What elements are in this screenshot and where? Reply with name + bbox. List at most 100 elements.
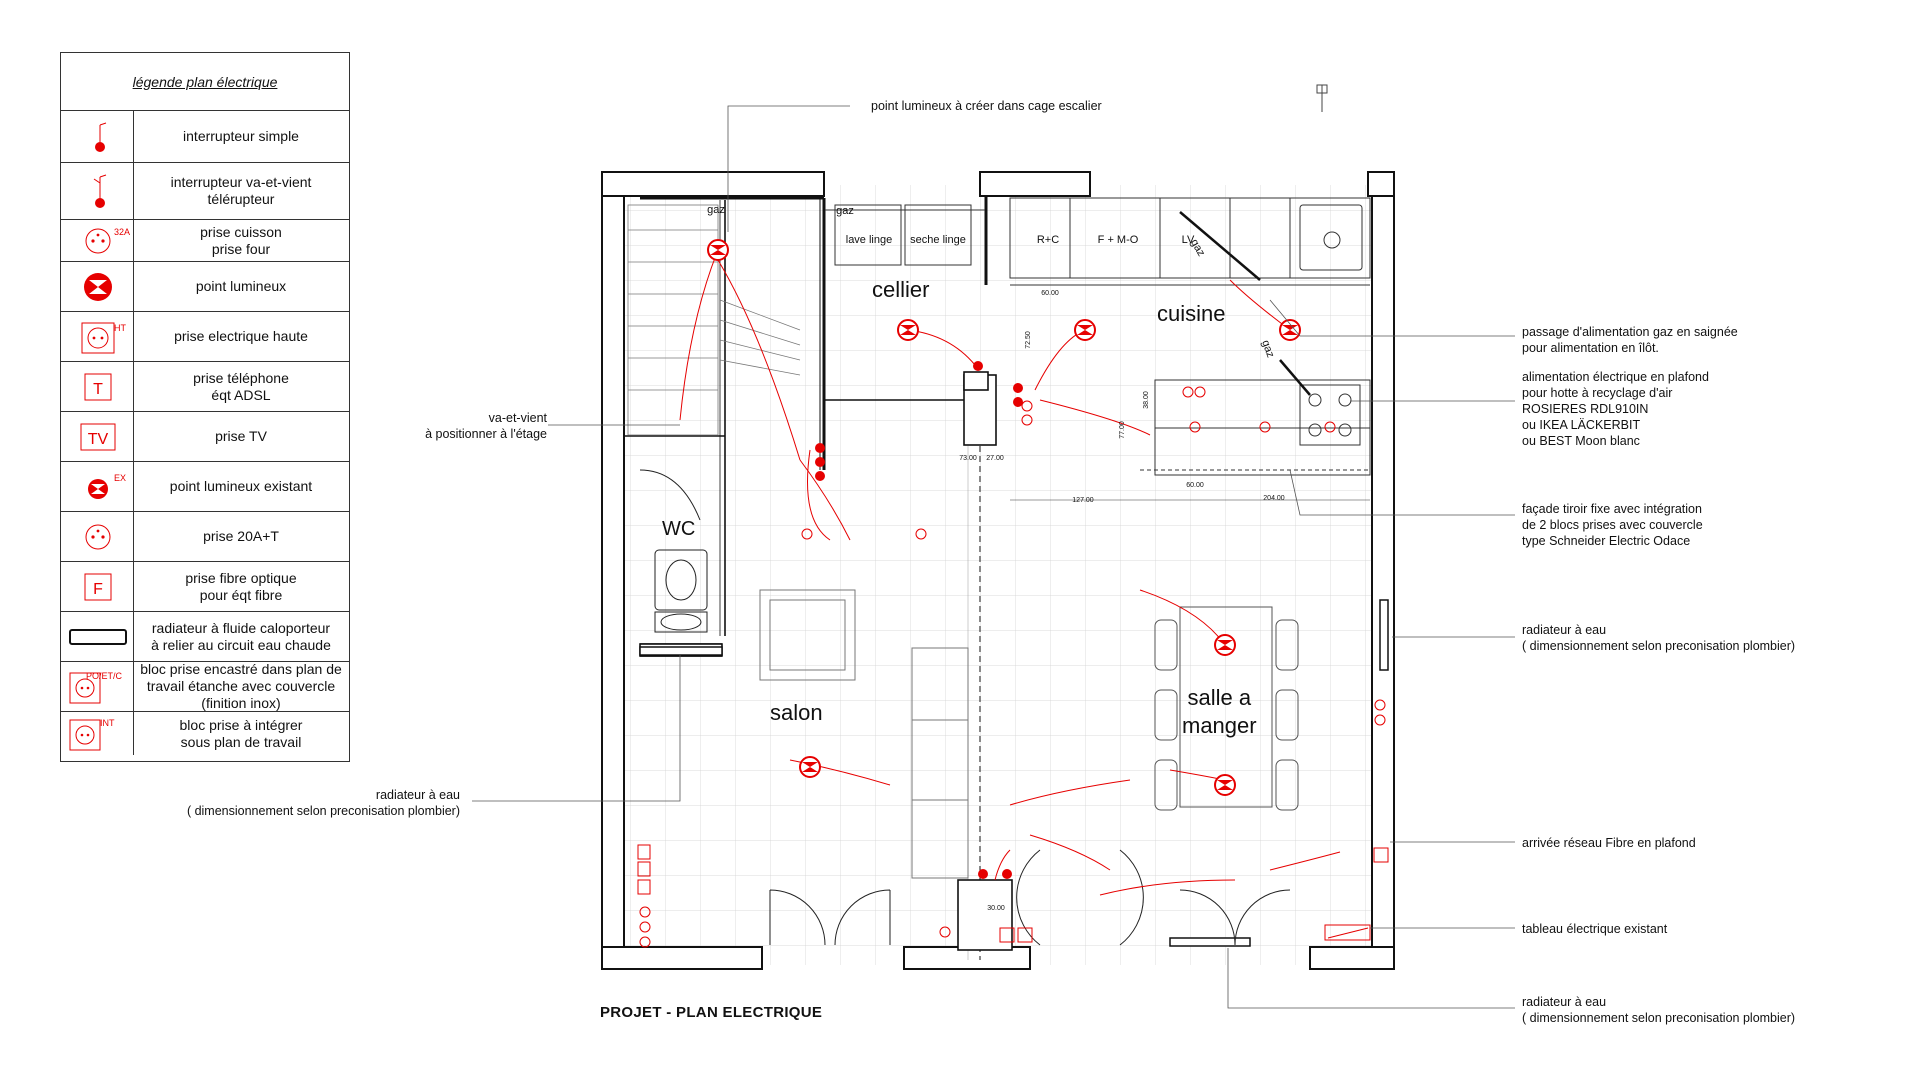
annotation-hood-supply: alimentation électrique en plafond pour … (1522, 370, 1709, 448)
switches (815, 361, 1023, 879)
legend-row: interrupteur simple (61, 110, 349, 162)
gaz-cellier-label: gaz (836, 205, 854, 217)
kitchen-counter (1009, 197, 1371, 286)
existing-light-icon: EX (61, 462, 134, 511)
kitchen-island (1010, 379, 1371, 501)
legend-badge: EX (114, 473, 126, 483)
svg-text:PO/ET/C: PO/ET/C (86, 671, 123, 681)
dining-table (1154, 606, 1299, 811)
two-way-switch-icon (61, 163, 134, 219)
tv-socket-icon: TV (61, 412, 134, 461)
cooking-socket-icon: 32A (61, 220, 134, 261)
legend-panel: légende plan électrique interrupteur sim… (60, 52, 350, 762)
legend-label: prise 20A+T (203, 528, 279, 544)
legend-label: point lumineux (195, 278, 287, 294)
light-points (707, 239, 1301, 796)
svg-text:F: F (93, 581, 103, 598)
integrated-socket-block-icon: INT (61, 712, 134, 755)
gas-lines (1179, 211, 1311, 396)
legend-label: radiateur à fluide caloporteur à relier … (151, 619, 331, 653)
gaz-kitchen-label-2: gaz (1259, 339, 1276, 360)
legend-label: interrupteur va-et-vient télérupteur (170, 174, 312, 207)
oven-label: F + M-O (1098, 234, 1139, 246)
svg-text:T: T (93, 381, 103, 398)
annotation-fiber-arrival: arrivée réseau Fibre en plafond (1522, 836, 1696, 850)
gaz-label: gaz (707, 204, 725, 216)
fridge-label: R+C (1037, 234, 1059, 246)
annotation-two-way-upstairs: va-et-vient à positionner à l'étage (425, 411, 547, 441)
fiber-socket-icon: F (61, 562, 134, 611)
room-salle-a-manger-label: salle a manger (1182, 685, 1257, 738)
annotation-drawer-front: façade tiroir fixe avec intégration de 2… (1522, 502, 1703, 548)
legend-label: prise cuisson prise four (200, 223, 282, 257)
phone-socket-icon: T (61, 362, 134, 411)
annotation-electrical-panel: tableau électrique existant (1522, 922, 1668, 936)
socket-20a-icon (61, 512, 134, 561)
exterior-walls (601, 171, 1395, 970)
radiator-icon (61, 612, 134, 661)
high-socket-icon: HT (61, 312, 134, 361)
room-wc-label: WC (662, 518, 696, 540)
legend-row: HT prise electrique haute (61, 311, 349, 361)
dim-30: 30.00 (987, 905, 1005, 912)
room-cellier-label: cellier (872, 277, 930, 302)
light-point-icon (61, 262, 134, 311)
worktop-socket-block-icon: PO/ET/C (61, 662, 134, 711)
svg-text:INT: INT (100, 718, 115, 728)
dim-77: 77.00 (1119, 421, 1126, 439)
legend-label: prise téléphone éqt ADSL (193, 369, 289, 403)
legend-row: PO/ET/C bloc prise encastré dans plan de … (61, 661, 349, 711)
telecom-boxes (637, 844, 1389, 943)
legend-row: TV prise TV (61, 411, 349, 461)
legend-row: prise 20A+T (61, 511, 349, 561)
plan-title: PROJET - PLAN ELECTRIQUE (600, 1004, 823, 1021)
dim-60a: 60.00 (1041, 290, 1059, 297)
wc-fixtures (639, 469, 708, 633)
dim-38: 38.00 (1143, 391, 1150, 409)
legend-label: prise fibre optique pour éqt fibre (185, 569, 297, 603)
floor-tile-grid (610, 185, 1380, 965)
door-swings (769, 849, 1291, 946)
dishwasher-label: LV (1182, 234, 1195, 246)
room-salon-label: salon (770, 700, 823, 725)
laundry-appliances (825, 204, 985, 266)
dryer-label: seche linge (910, 234, 966, 246)
annotation-radiator-bottom: radiateur à eau ( dimensionnement selon … (1522, 995, 1796, 1025)
legend-row: radiateur à fluide caloporteur à relier … (61, 611, 349, 661)
salon-furniture (759, 589, 969, 879)
legend-row: point lumineux (61, 261, 349, 311)
dim-127: 127.00 (1072, 497, 1094, 504)
legend-label: bloc prise encastré dans plan de travail… (140, 661, 342, 711)
north-marker-icon (1316, 84, 1328, 112)
room-cuisine-label: cuisine (1157, 301, 1226, 326)
legend-row: EX point lumineux existant (61, 461, 349, 511)
svg-text:TV: TV (88, 431, 109, 448)
legend-title: légende plan électrique (132, 73, 278, 90)
radiators (639, 599, 1389, 947)
dim-73: 73.00 (959, 455, 977, 462)
legend-row: interrupteur va-et-vient télérupteur (61, 162, 349, 219)
legend-badge: HT (114, 323, 126, 333)
legend-label: point lumineux existant (169, 478, 313, 494)
legend-label: prise TV (215, 428, 267, 444)
legend-row: 32A prise cuisson prise four (61, 219, 349, 261)
dim-60b: 60.00 (1186, 482, 1204, 489)
legend-label: prise electrique haute (174, 328, 308, 344)
legend-badge: 32A (114, 227, 130, 237)
legend-row: INT bloc prise à intégrer sous plan de tr… (61, 711, 349, 755)
annotation-radiator-left: radiateur à eau ( dimensionnement selon … (186, 788, 460, 818)
annotation-staircase-light: point lumineux à créer dans cage escalie… (871, 99, 1102, 113)
legend-label: interrupteur simple (183, 128, 299, 144)
annotation-radiator-right: radiateur à eau ( dimensionnement selon … (1522, 623, 1796, 653)
leader-lines (472, 105, 1515, 1009)
legend-label: bloc prise à intégrer sous plan de trava… (179, 716, 303, 750)
plan-labels: gaz gaz lave linge seche linge R+C F + M… (707, 204, 1285, 912)
dim-204: 204.00 (1263, 495, 1285, 502)
washing-machine-label: lave linge (846, 234, 892, 246)
single-switch-icon (61, 111, 134, 162)
dim-27: 27.00 (986, 455, 1004, 462)
sockets (639, 386, 1386, 948)
